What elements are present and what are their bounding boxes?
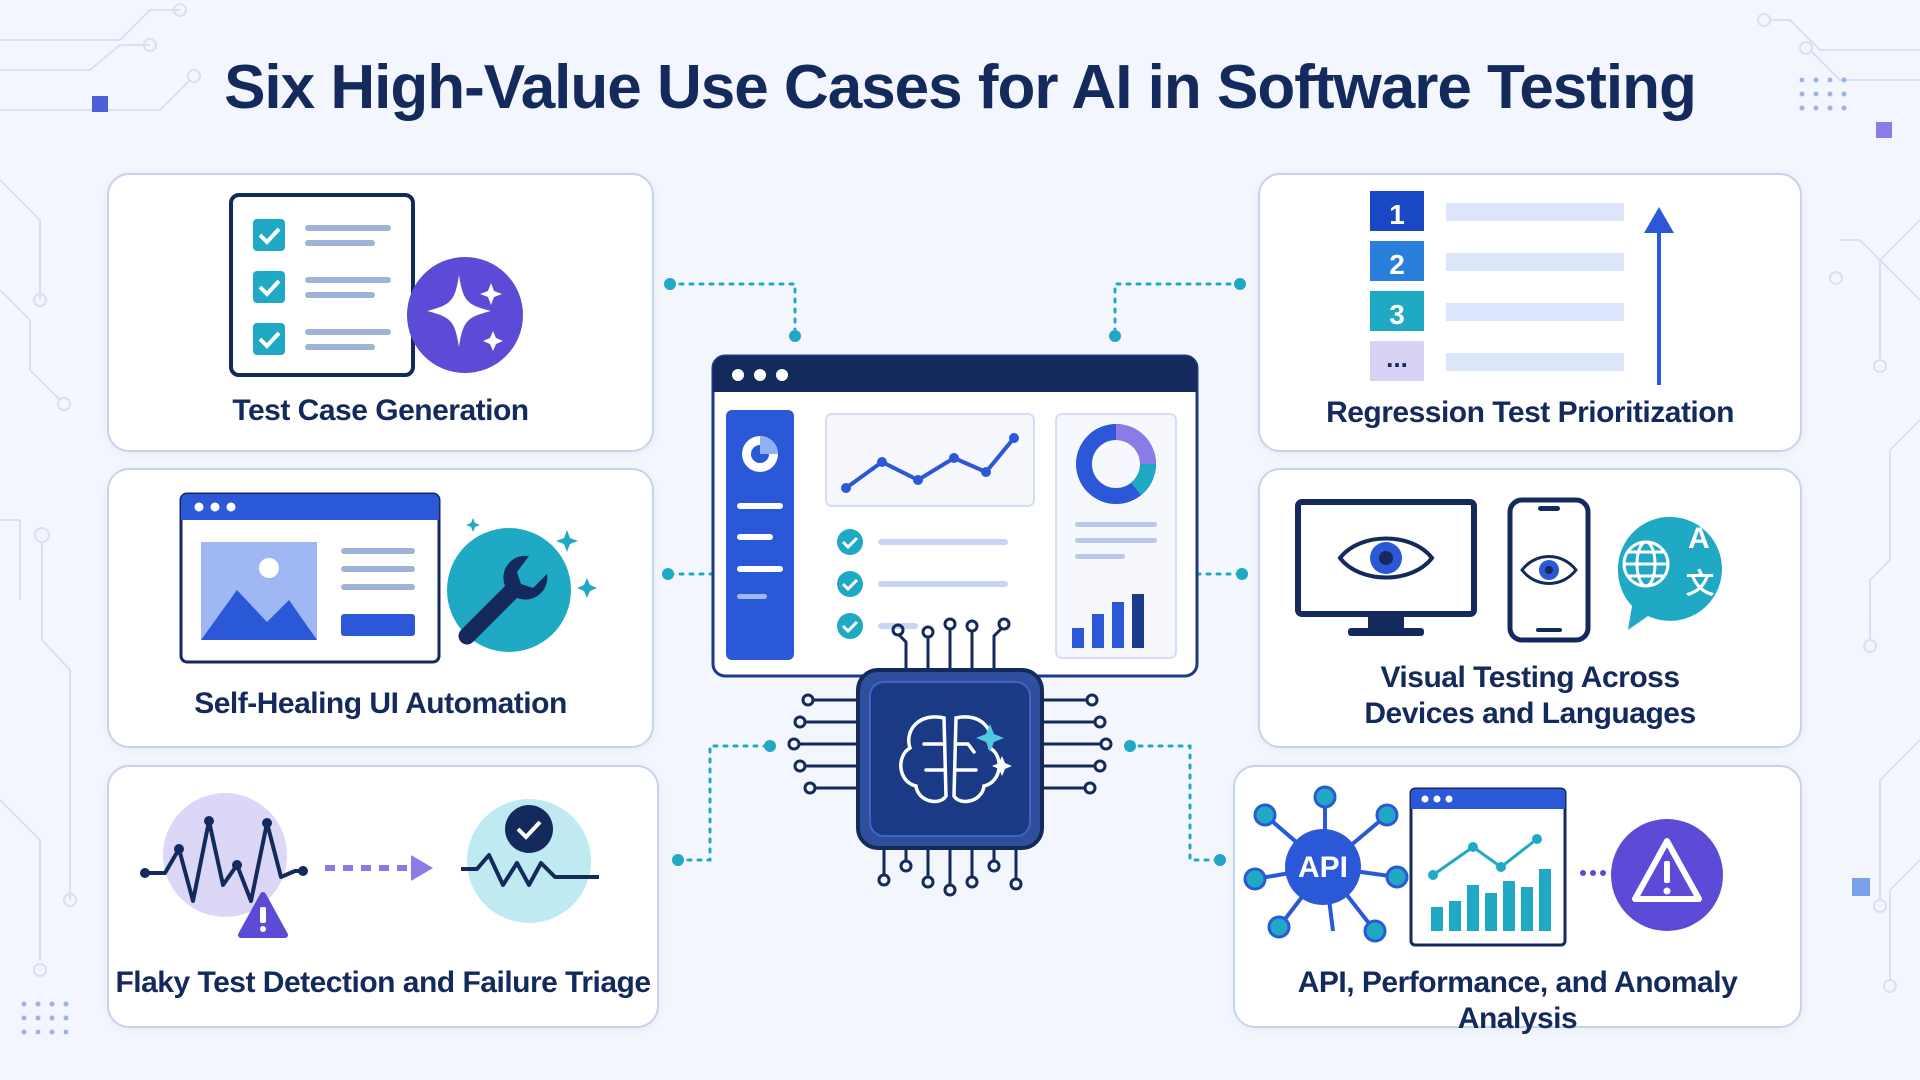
monitor-eye-icon	[1295, 499, 1477, 636]
use-case-label: Test Case Generation	[232, 394, 529, 427]
use-case-card-self-healing-ui-automation: Self-Healing UI Automation	[107, 468, 654, 748]
connector-lines	[668, 282, 1242, 862]
checklist-icon	[229, 193, 415, 377]
api-badge: API	[1297, 851, 1348, 884]
priority-number-1: 1	[1389, 199, 1405, 230]
use-case-label-line1: Visual Testing Across	[1380, 661, 1680, 694]
priority-number-3: 3	[1389, 299, 1405, 330]
use-case-card-regression-test-prioritization: 1 2 3 ... Regression Test Prioritization	[1258, 173, 1802, 452]
warning-icon	[238, 892, 288, 938]
translate-glyph-latin: A	[1688, 522, 1710, 555]
use-case-card-visual-testing: A 文 Visual Testing Across Devices and La…	[1258, 468, 1802, 748]
use-case-label-line2: Devices and Languages	[1364, 697, 1696, 730]
check-circle-icon	[461, 799, 599, 923]
use-case-label: API, Performance, and Anomaly Analysis	[1297, 966, 1738, 1035]
dashboard-icon	[711, 354, 1199, 678]
page-title: Six High-Value Use Cases for AI in Softw…	[224, 53, 1697, 122]
priority-number-2: 2	[1389, 249, 1405, 280]
dotted-arrow-icon	[325, 855, 433, 881]
api-network-icon	[1243, 785, 1409, 943]
use-case-label: Visual Testing Across Devices and Langua…	[1260, 660, 1800, 732]
sparkle-icon	[407, 257, 523, 373]
translate-glyph-cjk: 文	[1686, 567, 1715, 600]
arrow-up-icon	[1644, 207, 1674, 385]
warning-icon	[1611, 819, 1723, 931]
priority-list-icon	[1370, 191, 1624, 381]
browser-window-icon	[179, 492, 441, 664]
bar-chart-icon	[1409, 787, 1567, 947]
wrench-icon	[447, 518, 597, 652]
use-case-label: Regression Test Prioritization	[1326, 396, 1734, 429]
translate-icon	[1617, 516, 1722, 630]
use-case-card-test-case-generation: Test Case Generation	[107, 173, 654, 452]
use-case-card-flaky-test-detection: Flaky Test Detection and Failure Triage	[107, 765, 659, 1028]
use-case-label: Self-Healing UI Automation	[194, 687, 567, 720]
use-case-card-api-performance-anomaly: API API, Performance, and Anomaly Analys…	[1233, 765, 1802, 1035]
priority-more: ...	[1386, 343, 1408, 373]
phone-eye-icon	[1507, 497, 1591, 643]
waveform-icon	[140, 793, 308, 917]
use-case-label: Flaky Test Detection and Failure Triage	[115, 966, 651, 999]
